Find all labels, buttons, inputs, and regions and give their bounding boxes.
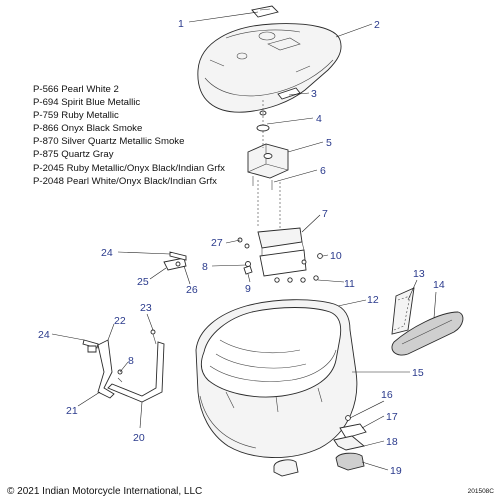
hinge-parts bbox=[273, 415, 367, 477]
trunk-body bbox=[195, 299, 358, 458]
striker-bracket bbox=[237, 227, 307, 277]
mounting-bracket bbox=[82, 329, 165, 403]
callout-6: 6 bbox=[320, 165, 326, 177]
callout-16: 16 bbox=[381, 389, 393, 401]
paint-code: P-870 Silver Quartz Metallic Smoke bbox=[33, 136, 185, 148]
paint-code-list: P-566 Pearl White 2 P-694 Spirit Blue Me… bbox=[33, 83, 225, 188]
paint-code: P-566 Pearl White 2 bbox=[33, 84, 119, 95]
callout-7: 7 bbox=[322, 208, 328, 220]
callout-9: 9 bbox=[245, 283, 251, 295]
paint-code: P-866 Onyx Black Smoke bbox=[33, 123, 143, 135]
callout-2: 2 bbox=[374, 19, 380, 31]
callout-24-lower: 24 bbox=[38, 329, 50, 341]
callout-20: 20 bbox=[133, 432, 145, 444]
callout-23: 23 bbox=[140, 302, 152, 314]
lid-emblem bbox=[251, 5, 279, 18]
callout-15: 15 bbox=[412, 367, 424, 379]
callout-24-upper: 24 bbox=[101, 247, 113, 259]
callout-8-lower: 8 bbox=[128, 355, 134, 367]
drawing-code: 201508C bbox=[467, 488, 494, 495]
small-bracket bbox=[163, 251, 187, 271]
callout-27: 27 bbox=[211, 237, 223, 249]
lid-latch bbox=[247, 131, 289, 179]
paint-code: P-2045 Ruby Metallic/Onyx Black/Indian G… bbox=[33, 162, 225, 174]
callout-17: 17 bbox=[386, 411, 398, 423]
callout-14: 14 bbox=[433, 279, 445, 291]
leader-lines bbox=[51, 11, 437, 471]
paint-code: P-875 Quartz Gray bbox=[33, 149, 114, 161]
latch-screws bbox=[252, 176, 281, 230]
callout-numbers: 1 2 3 4 5 6 7 10 11 12 13 14 15 16 17 18… bbox=[38, 18, 445, 477]
trunk-lid bbox=[197, 23, 342, 113]
callout-26: 26 bbox=[186, 284, 198, 296]
callout-1: 1 bbox=[178, 18, 184, 30]
copyright-notice: © 2021 Indian Motorcycle International, … bbox=[7, 486, 203, 497]
callout-4: 4 bbox=[316, 113, 322, 125]
callout-19: 19 bbox=[390, 465, 402, 477]
callout-21: 21 bbox=[66, 405, 78, 417]
callout-5: 5 bbox=[326, 137, 332, 149]
callout-8-upper: 8 bbox=[202, 261, 208, 273]
latch-gasket bbox=[277, 87, 301, 100]
paint-code: P-2048 Pearl White/Onyx Black/Indian Grf… bbox=[33, 175, 217, 187]
callout-22: 22 bbox=[114, 315, 126, 327]
latch-nut bbox=[256, 100, 270, 132]
paint-code: P-759 Ruby Metallic bbox=[33, 110, 119, 122]
callout-3: 3 bbox=[311, 88, 317, 100]
seal-strip bbox=[391, 287, 415, 335]
side-trim bbox=[391, 311, 464, 356]
callout-11: 11 bbox=[344, 278, 355, 290]
callout-25: 25 bbox=[137, 276, 149, 288]
callout-13: 13 bbox=[413, 268, 425, 280]
callout-12: 12 bbox=[367, 294, 379, 306]
trunk-fasteners bbox=[274, 253, 323, 283]
callout-18: 18 bbox=[386, 436, 398, 448]
paint-code: P-694 Spirit Blue Metallic bbox=[33, 97, 141, 109]
callout-10: 10 bbox=[330, 250, 342, 262]
